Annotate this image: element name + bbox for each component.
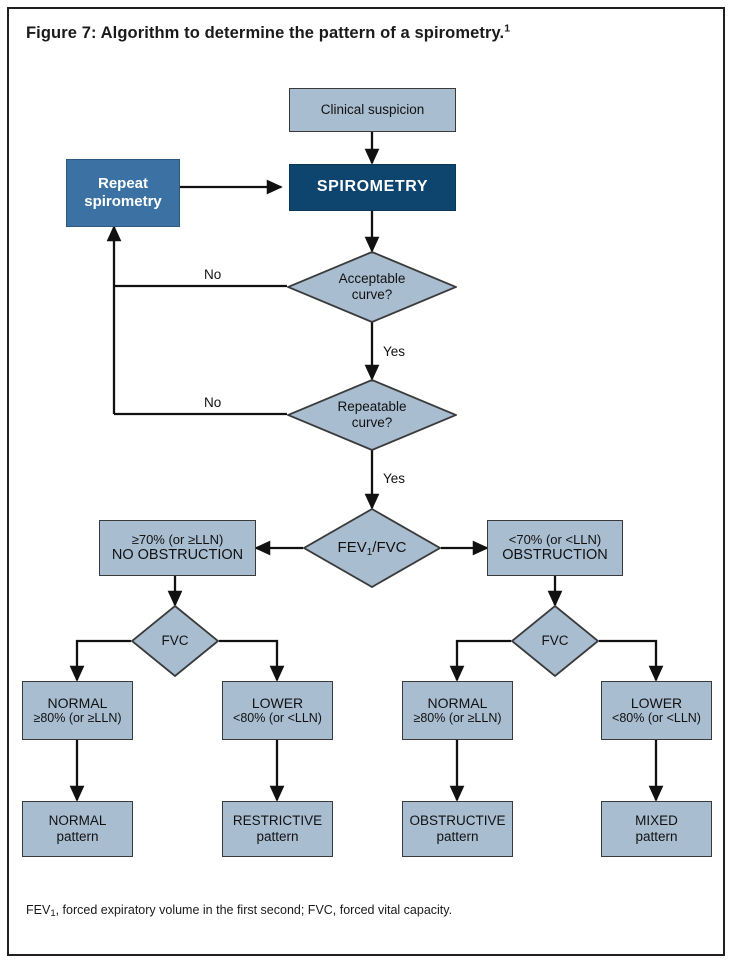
node-spirometry-label: SPIROMETRY <box>316 178 429 196</box>
edge-fvc-left-to-lower <box>219 639 285 682</box>
edge-fvc-right-to-normal <box>449 639 511 682</box>
node-normal-right[interactable]: NORMAL ≥80% (or ≥LLN) <box>402 681 513 740</box>
figure-footnote: FEV1, forced expiratory volume in the fi… <box>26 903 453 919</box>
node-clinical-suspicion[interactable]: Clinical suspicion <box>289 88 456 132</box>
obstruction-line2: OBSTRUCTION <box>502 547 608 564</box>
node-spirometry[interactable]: SPIROMETRY <box>289 164 456 211</box>
node-repeatable-curve[interactable]: Repeatable curve? <box>287 379 457 451</box>
footnote-fev: FEV <box>26 903 51 917</box>
restrictive-pattern-line2: pattern <box>256 829 299 844</box>
edge-label-repeatable-no: No <box>204 395 222 410</box>
edge-label-acceptable-no: No <box>204 267 222 282</box>
node-normal-left[interactable]: NORMAL ≥80% (or ≥LLN) <box>22 681 133 740</box>
lower-left-line2: <80% (or <LLN) <box>233 711 322 726</box>
node-acceptable-curve[interactable]: Acceptable curve? <box>287 251 457 323</box>
mixed-pattern-line2: pattern <box>635 829 678 844</box>
edge-fvc-left-to-normal <box>69 639 131 682</box>
obstructive-pattern-line2: pattern <box>436 829 479 844</box>
edge-fvc-right-to-lower <box>599 639 664 682</box>
lower-right-line2: <80% (or <LLN) <box>612 711 701 726</box>
edge-label-acceptable-yes: Yes <box>383 344 406 359</box>
node-fev1-fvc[interactable]: FEV1/FVC <box>303 508 441 588</box>
node-mixed-pattern[interactable]: MIXED pattern <box>601 801 712 857</box>
repeatable-curve-shape <box>287 379 457 451</box>
acceptable-curve-shape <box>287 251 457 323</box>
node-obstruction[interactable]: <70% (or <LLN) OBSTRUCTION <box>487 520 623 576</box>
node-lower-right[interactable]: LOWER <80% (or <LLN) <box>601 681 712 740</box>
footnote-rest: , forced expiratory volume in the first … <box>55 903 453 917</box>
node-restrictive-pattern[interactable]: RESTRICTIVE pattern <box>222 801 333 857</box>
normal-pattern-line1: NORMAL <box>48 813 107 829</box>
node-normal-pattern[interactable]: NORMAL pattern <box>22 801 133 857</box>
obstructive-pattern-line1: OBSTRUCTIVE <box>409 813 506 829</box>
restrictive-pattern-line1: RESTRICTIVE <box>232 813 323 829</box>
normal-pattern-line2: pattern <box>56 829 99 844</box>
node-lower-left[interactable]: LOWER <80% (or <LLN) <box>222 681 333 740</box>
node-no-obstruction[interactable]: ≥70% (or ≥LLN) NO OBSTRUCTION <box>99 520 256 576</box>
no-obstruction-line1: ≥70% (or ≥LLN) <box>131 531 224 547</box>
fvc-right-shape <box>511 605 599 677</box>
figure-title-text: Figure 7: Algorithm to determine the pat… <box>26 24 505 42</box>
no-obstruction-line2: NO OBSTRUCTION <box>111 547 244 564</box>
normal-right-line1: NORMAL <box>427 694 488 711</box>
normal-left-line2: ≥80% (or ≥LLN) <box>33 711 122 726</box>
lower-right-line1: LOWER <box>630 694 683 711</box>
node-repeat-spirometry-line2: spirometry <box>84 193 162 210</box>
node-repeat-spirometry[interactable]: Repeat spirometry <box>66 159 180 227</box>
figure-title: Figure 7: Algorithm to determine the pat… <box>26 22 511 43</box>
normal-left-line1: NORMAL <box>47 694 108 711</box>
fev1-fvc-shape <box>303 508 441 588</box>
mixed-pattern-line1: MIXED <box>635 813 678 829</box>
node-repeat-spirometry-line1: Repeat <box>97 175 149 193</box>
normal-right-line2: ≥80% (or ≥LLN) <box>413 711 502 726</box>
node-fvc-left[interactable]: FVC <box>131 605 219 677</box>
lower-left-line1: LOWER <box>251 694 304 711</box>
obstruction-line1: <70% (or <LLN) <box>508 531 602 547</box>
footnote-subscript: 1 <box>50 908 56 919</box>
edge-label-repeatable-yes: Yes <box>383 471 406 486</box>
node-clinical-suspicion-label: Clinical suspicion <box>320 102 425 118</box>
node-obstructive-pattern[interactable]: OBSTRUCTIVE pattern <box>402 801 513 857</box>
figure-title-reference: 1 <box>504 22 511 35</box>
fvc-left-shape <box>131 605 219 677</box>
node-fvc-right[interactable]: FVC <box>511 605 599 677</box>
